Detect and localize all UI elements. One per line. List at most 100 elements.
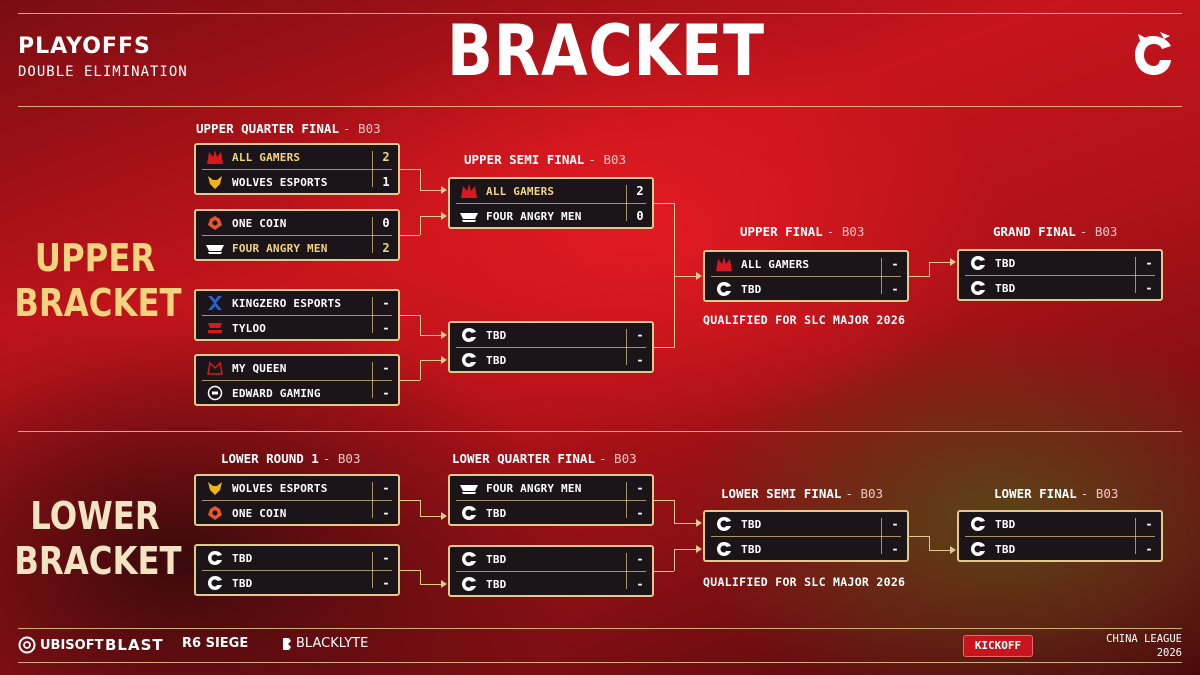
score: 2 bbox=[382, 241, 390, 255]
team-name: TBD bbox=[741, 282, 762, 296]
match-grand-final[interactable]: TBD - TBD - bbox=[957, 249, 1163, 301]
connector-arrow bbox=[950, 546, 956, 554]
match-lower-semi-final[interactable]: TBD - TBD - bbox=[703, 510, 909, 562]
sponsor-blast: BLAST bbox=[105, 636, 164, 654]
league-year: 2026 bbox=[1156, 647, 1182, 659]
connector bbox=[420, 516, 442, 517]
tbd-logo-icon bbox=[967, 514, 989, 534]
connector bbox=[674, 549, 696, 550]
team-name: ONE COIN bbox=[232, 506, 287, 520]
score: - bbox=[382, 361, 390, 375]
tbd-logo-icon bbox=[204, 548, 226, 568]
match-upper-qf-4[interactable]: MY QUEEN - EDWARD GAMING - bbox=[194, 354, 400, 406]
lower-label-line1: LOWER bbox=[30, 494, 160, 538]
match-lower-qf-1[interactable]: FOUR ANGRY MEN - TBD - bbox=[448, 474, 654, 526]
connector bbox=[420, 169, 421, 190]
score: 0 bbox=[636, 209, 644, 223]
connector-arrow bbox=[696, 272, 702, 280]
round-title-lower-semi-final: LOWER SEMI FINAL- B03 bbox=[721, 486, 884, 501]
match-upper-sf-1[interactable]: ALL GAMERS 2 FOUR ANGRY MEN 0 bbox=[448, 177, 654, 229]
score: - bbox=[891, 542, 899, 556]
connector bbox=[929, 262, 950, 263]
connector bbox=[654, 347, 674, 348]
match-lower-final[interactable]: TBD - TBD - bbox=[957, 510, 1163, 562]
footer-divider-bottom bbox=[18, 662, 1182, 663]
qualified-note-upper: QUALIFIED FOR SLC MAJOR 2026 bbox=[703, 313, 906, 327]
connector bbox=[674, 523, 696, 524]
connector bbox=[674, 203, 675, 348]
score: - bbox=[382, 576, 390, 590]
stage-label: PLAYOFFS bbox=[18, 34, 151, 59]
team-name: TBD bbox=[995, 542, 1016, 556]
score: - bbox=[382, 321, 390, 335]
score: - bbox=[1145, 517, 1153, 531]
team-name: TBD bbox=[232, 576, 253, 590]
sponsor-blacklyte: BLACKLYTE bbox=[282, 636, 368, 651]
connector bbox=[674, 500, 675, 523]
connector bbox=[400, 500, 420, 501]
match-upper-qf-3[interactable]: KINGZERO ESPORTS - TYLOO - bbox=[194, 289, 400, 341]
all-gamers-logo-icon bbox=[713, 254, 735, 274]
edward-gaming-logo-icon bbox=[204, 383, 226, 403]
round-title-upper-semi-final: UPPER SEMI FINAL- B03 bbox=[464, 152, 627, 167]
score: - bbox=[636, 481, 644, 495]
tyloo-logo-icon bbox=[204, 318, 226, 338]
round-title-grand-final: GRAND FINAL- B03 bbox=[993, 224, 1118, 239]
league-label: CHINA LEAGUE 2026 bbox=[1106, 632, 1182, 660]
match-upper-qf-1[interactable]: ALL GAMERS 2 WOLVES ESPORTS 1 bbox=[194, 143, 400, 195]
my-queen-logo-icon bbox=[204, 358, 226, 378]
match-upper-qf-2[interactable]: ONE COIN 0 FOUR ANGRY MEN 2 bbox=[194, 209, 400, 261]
score: - bbox=[382, 386, 390, 400]
team-name: TBD bbox=[995, 517, 1016, 531]
team-name: TBD bbox=[486, 506, 507, 520]
top-divider bbox=[18, 13, 1182, 14]
team-name: FOUR ANGRY MEN bbox=[486, 209, 582, 223]
team-name: TBD bbox=[995, 256, 1016, 270]
upper-bracket-label: UPPER BRACKET bbox=[14, 236, 181, 326]
connector bbox=[674, 276, 696, 277]
score: - bbox=[382, 551, 390, 565]
sponsor-label: UBISOFT bbox=[40, 637, 104, 653]
connector bbox=[400, 315, 420, 316]
score: - bbox=[382, 481, 390, 495]
match-lower-r1-2[interactable]: TBD - TBD - bbox=[194, 544, 400, 596]
tbd-logo-icon bbox=[458, 325, 480, 345]
connector-arrow bbox=[950, 258, 956, 266]
team-name: TBD bbox=[741, 517, 762, 531]
four-angry-men-logo-icon bbox=[458, 206, 480, 226]
connector-arrow bbox=[696, 519, 702, 527]
score: - bbox=[382, 506, 390, 520]
match-lower-qf-2[interactable]: TBD - TBD - bbox=[448, 545, 654, 597]
connector-arrow bbox=[696, 545, 702, 553]
connector-arrow bbox=[441, 212, 447, 220]
score: - bbox=[1145, 256, 1153, 270]
lower-label-line2: BRACKET bbox=[14, 539, 182, 583]
connector bbox=[400, 235, 420, 236]
score: 2 bbox=[382, 150, 390, 164]
tbd-logo-icon bbox=[713, 539, 735, 559]
tbd-logo-icon bbox=[458, 574, 480, 594]
score: - bbox=[891, 282, 899, 296]
lower-bracket-label: LOWER BRACKET bbox=[14, 494, 182, 584]
round-title-upper-final: UPPER FINAL- B03 bbox=[740, 224, 865, 239]
sponsor-r6-siege: R6 SIEGE bbox=[182, 636, 249, 651]
page-title: BRACKET bbox=[447, 10, 765, 92]
team-name: ALL GAMERS bbox=[741, 257, 810, 271]
score: - bbox=[1145, 542, 1153, 556]
match-upper-sf-2[interactable]: TBD - TBD - bbox=[448, 321, 654, 373]
tbd-logo-icon bbox=[204, 573, 226, 593]
team-name: TBD bbox=[232, 551, 253, 565]
tbd-logo-icon bbox=[458, 503, 480, 523]
team-name: TBD bbox=[486, 353, 507, 367]
four-angry-men-logo-icon bbox=[204, 238, 226, 258]
connector bbox=[654, 571, 674, 572]
score: - bbox=[636, 577, 644, 591]
connector bbox=[420, 500, 421, 516]
all-gamers-logo-icon bbox=[458, 181, 480, 201]
team-name: TBD bbox=[486, 577, 507, 591]
connector bbox=[420, 360, 442, 361]
score: 2 bbox=[636, 184, 644, 198]
match-lower-r1-1[interactable]: WOLVES ESPORTS - ONE COIN - bbox=[194, 474, 400, 526]
match-upper-final[interactable]: ALL GAMERS - TBD - bbox=[703, 250, 909, 302]
score: - bbox=[891, 257, 899, 271]
